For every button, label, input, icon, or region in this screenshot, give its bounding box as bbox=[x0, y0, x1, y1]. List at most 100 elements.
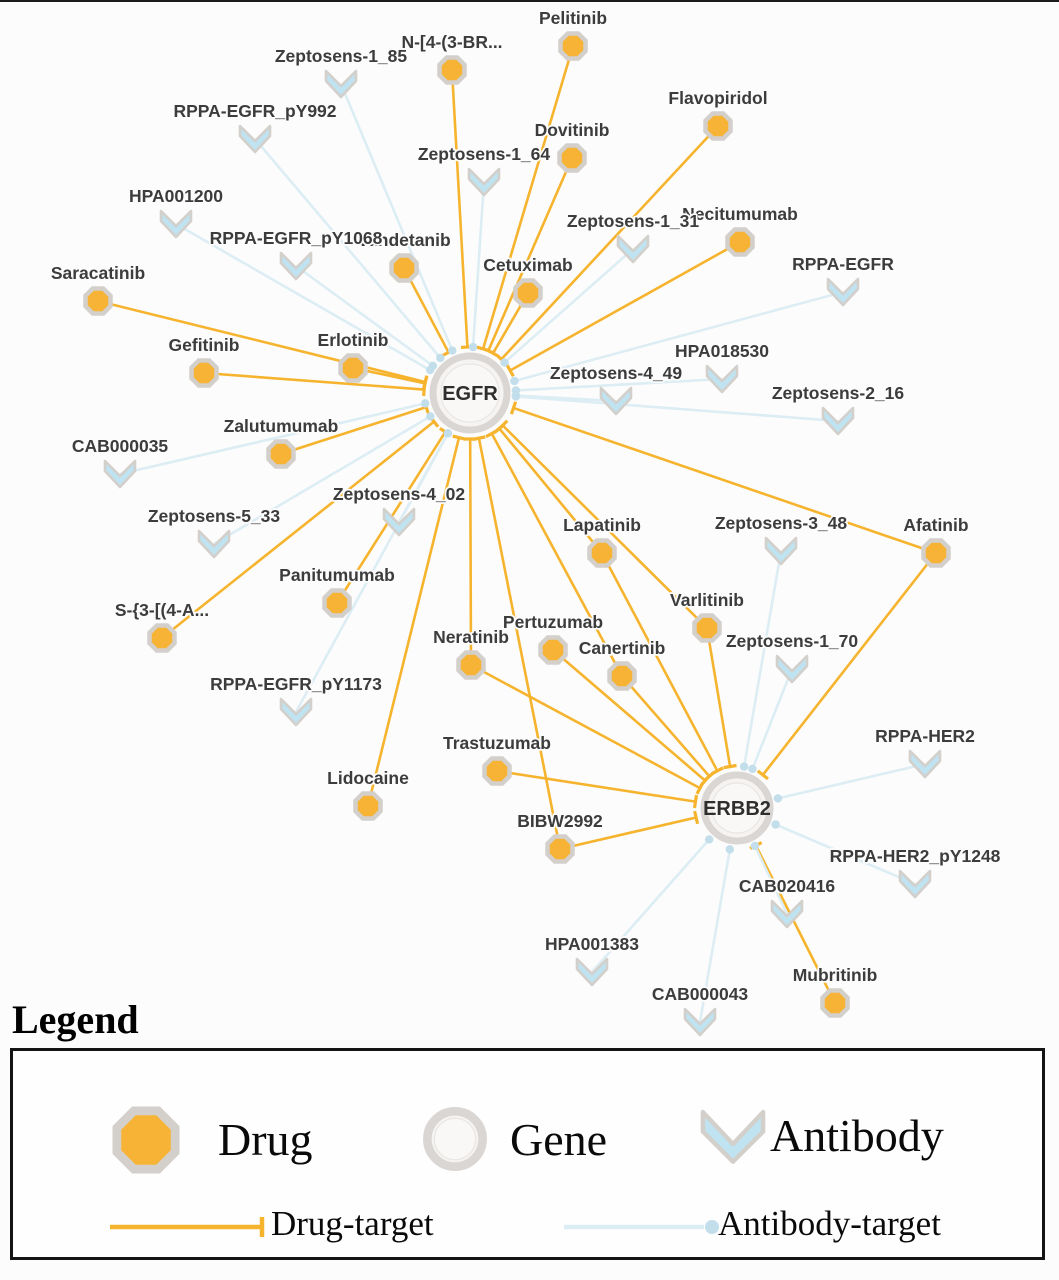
drug-target-edge bbox=[203, 371, 425, 391]
antibody-target-dot bbox=[750, 841, 760, 851]
drug-target-tee bbox=[693, 810, 700, 825]
drug-target-edge bbox=[280, 405, 427, 456]
antibody-target-dot bbox=[420, 399, 430, 408]
drug-target-tee bbox=[723, 763, 737, 770]
node-label: RPPA-EGFR_pY1068 bbox=[210, 228, 383, 248]
antibody-node bbox=[279, 251, 313, 281]
antibody-target-edge bbox=[254, 138, 442, 359]
antibody-target-dot bbox=[771, 820, 780, 829]
drug-node bbox=[607, 661, 637, 691]
node-label: HPA001200 bbox=[129, 186, 223, 206]
drug-node bbox=[338, 353, 368, 383]
node-label: N-[4-(3-BR... bbox=[401, 32, 502, 52]
node-label: Zeptosens-4_02 bbox=[333, 484, 466, 504]
antibody-target-edge bbox=[698, 849, 732, 1023]
drug-node bbox=[921, 538, 951, 568]
node-label: Afatinib bbox=[903, 515, 968, 535]
antibody-node bbox=[826, 277, 860, 307]
legend-label-gene: Gene bbox=[510, 1114, 608, 1165]
node-label: CAB020416 bbox=[739, 876, 836, 896]
drug-target-edge bbox=[477, 437, 562, 850]
drug-node bbox=[437, 55, 467, 85]
node-label: RPPA-HER2_pY1248 bbox=[830, 846, 1001, 866]
gene-label: EGFR bbox=[442, 383, 498, 405]
drug-node bbox=[587, 538, 617, 568]
drug-target-tee bbox=[505, 364, 515, 378]
antibody-target-edge bbox=[119, 402, 426, 476]
antibody-target-edge bbox=[339, 83, 454, 352]
node-label: Pelitinib bbox=[539, 8, 607, 28]
antibody-node bbox=[103, 459, 137, 489]
gene-node bbox=[429, 352, 511, 434]
antibody-target-edge bbox=[515, 394, 617, 403]
antibody-node bbox=[159, 209, 193, 239]
drug-target-edge bbox=[468, 438, 473, 666]
node-label: Zeptosens-1_31 bbox=[567, 211, 700, 231]
antibody-target-dot bbox=[426, 412, 435, 421]
drug-target-edge bbox=[500, 125, 719, 361]
legend-label-antibody: Antibody bbox=[770, 1110, 944, 1161]
gene-circle-icon bbox=[423, 1107, 487, 1171]
drug-target-edge bbox=[600, 552, 719, 772]
drug-node bbox=[725, 227, 755, 257]
gene-label: ERBB2 bbox=[703, 798, 771, 820]
drug-target-edge bbox=[513, 406, 937, 555]
node-label: Necitumumab bbox=[682, 204, 798, 224]
node-label: RPPA-EGFR bbox=[792, 254, 894, 274]
node-label: Trastuzumab bbox=[443, 733, 551, 753]
drug-target-edge bbox=[161, 420, 435, 640]
node-label: Zeptosens-1_85 bbox=[275, 46, 408, 66]
antibody-target-edge bbox=[515, 395, 839, 423]
node-label: Cetuximab bbox=[483, 255, 572, 275]
drug-target-edge bbox=[501, 424, 708, 629]
drug-target-edge bbox=[498, 427, 604, 554]
node-label: BIBW2992 bbox=[517, 811, 603, 831]
antibody-target-edge bbox=[515, 377, 723, 392]
antibody-node bbox=[467, 167, 501, 197]
antibody-target-dot bbox=[704, 835, 714, 844]
drug-target-edge bbox=[490, 432, 624, 677]
drug-node bbox=[692, 613, 722, 643]
node-label: Lidocaine bbox=[327, 768, 409, 788]
antibody-target-dot bbox=[448, 346, 457, 355]
node-label: Neratinib bbox=[433, 627, 509, 647]
drug-node bbox=[147, 623, 177, 653]
drug-target-edge bbox=[496, 769, 696, 803]
antibody-target-edge bbox=[775, 823, 916, 886]
antibody-target-dot bbox=[511, 392, 521, 401]
drug-target-edge bbox=[754, 844, 837, 1004]
antibody-target-edge-icon bbox=[564, 1220, 719, 1234]
antibody-target-dot bbox=[773, 794, 783, 803]
antibody-target-dot bbox=[500, 358, 509, 367]
drug-target-edge bbox=[559, 816, 697, 851]
drug-target-tee bbox=[496, 419, 509, 432]
drug-node bbox=[266, 439, 296, 469]
drug-node bbox=[820, 988, 850, 1018]
node-layer bbox=[83, 31, 951, 1037]
antibody-target-dot bbox=[748, 764, 757, 774]
drug-node bbox=[189, 358, 219, 388]
node-label: Gefitinib bbox=[169, 335, 240, 355]
legend-title: Legend bbox=[12, 997, 139, 1042]
drug-node bbox=[322, 588, 352, 618]
antibody-target-edge bbox=[751, 668, 794, 770]
gene-node bbox=[700, 771, 774, 845]
label-layer: EGFRERBB2PelitinibN-[4-(3-BR...Dovitinib… bbox=[49, 6, 1002, 1006]
antibody-target-edge bbox=[742, 550, 783, 767]
antibody-node bbox=[599, 386, 633, 416]
legend-label-drug: Drug bbox=[218, 1114, 313, 1165]
drug-node bbox=[557, 143, 587, 173]
drug-node bbox=[558, 31, 588, 61]
antibody-node bbox=[821, 406, 855, 436]
node-label: Pertuzumab bbox=[503, 612, 603, 632]
antibody-chevron-icon bbox=[700, 1109, 766, 1164]
antibody-node bbox=[616, 234, 650, 264]
drug-target-edge bbox=[487, 157, 574, 352]
antibody-node bbox=[382, 507, 416, 537]
antibody-node bbox=[279, 697, 313, 727]
drug-target-edge bbox=[470, 663, 701, 790]
drug-target-tee bbox=[692, 794, 699, 809]
antibody-node bbox=[764, 536, 798, 566]
antibody-node bbox=[238, 124, 272, 154]
node-label: Varlitinib bbox=[670, 590, 744, 610]
